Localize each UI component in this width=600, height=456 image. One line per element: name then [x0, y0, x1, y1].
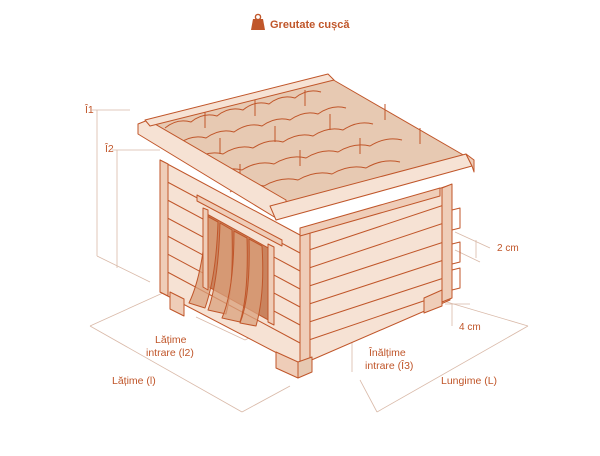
entry-door — [188, 194, 283, 327]
label-h1: Î1 — [84, 103, 94, 116]
weight-icon — [251, 13, 265, 30]
front-wall — [299, 183, 461, 367]
label-entry-width-2: intrare (l2) — [146, 347, 194, 359]
label-h2: Î2 — [104, 142, 114, 155]
label-width: Lățime (l) — [112, 375, 156, 387]
header-title: Greutate cușcă — [270, 19, 350, 31]
label-entry-width-1: Lățime — [155, 334, 187, 346]
legs — [169, 289, 443, 379]
label-entry-height-2: intrare (Î3) — [365, 359, 413, 372]
roof — [137, 73, 475, 237]
dimension-labels: Î1 Î2 2 cm 4 cm Lățime intrare (l2) Înăl… — [84, 103, 519, 387]
label-entry-height-1: Înălțime — [368, 346, 406, 359]
label-gap-top: 2 cm — [497, 243, 519, 254]
label-gap-bottom: 4 cm — [459, 322, 481, 333]
label-length: Lungime (L) — [441, 375, 497, 387]
